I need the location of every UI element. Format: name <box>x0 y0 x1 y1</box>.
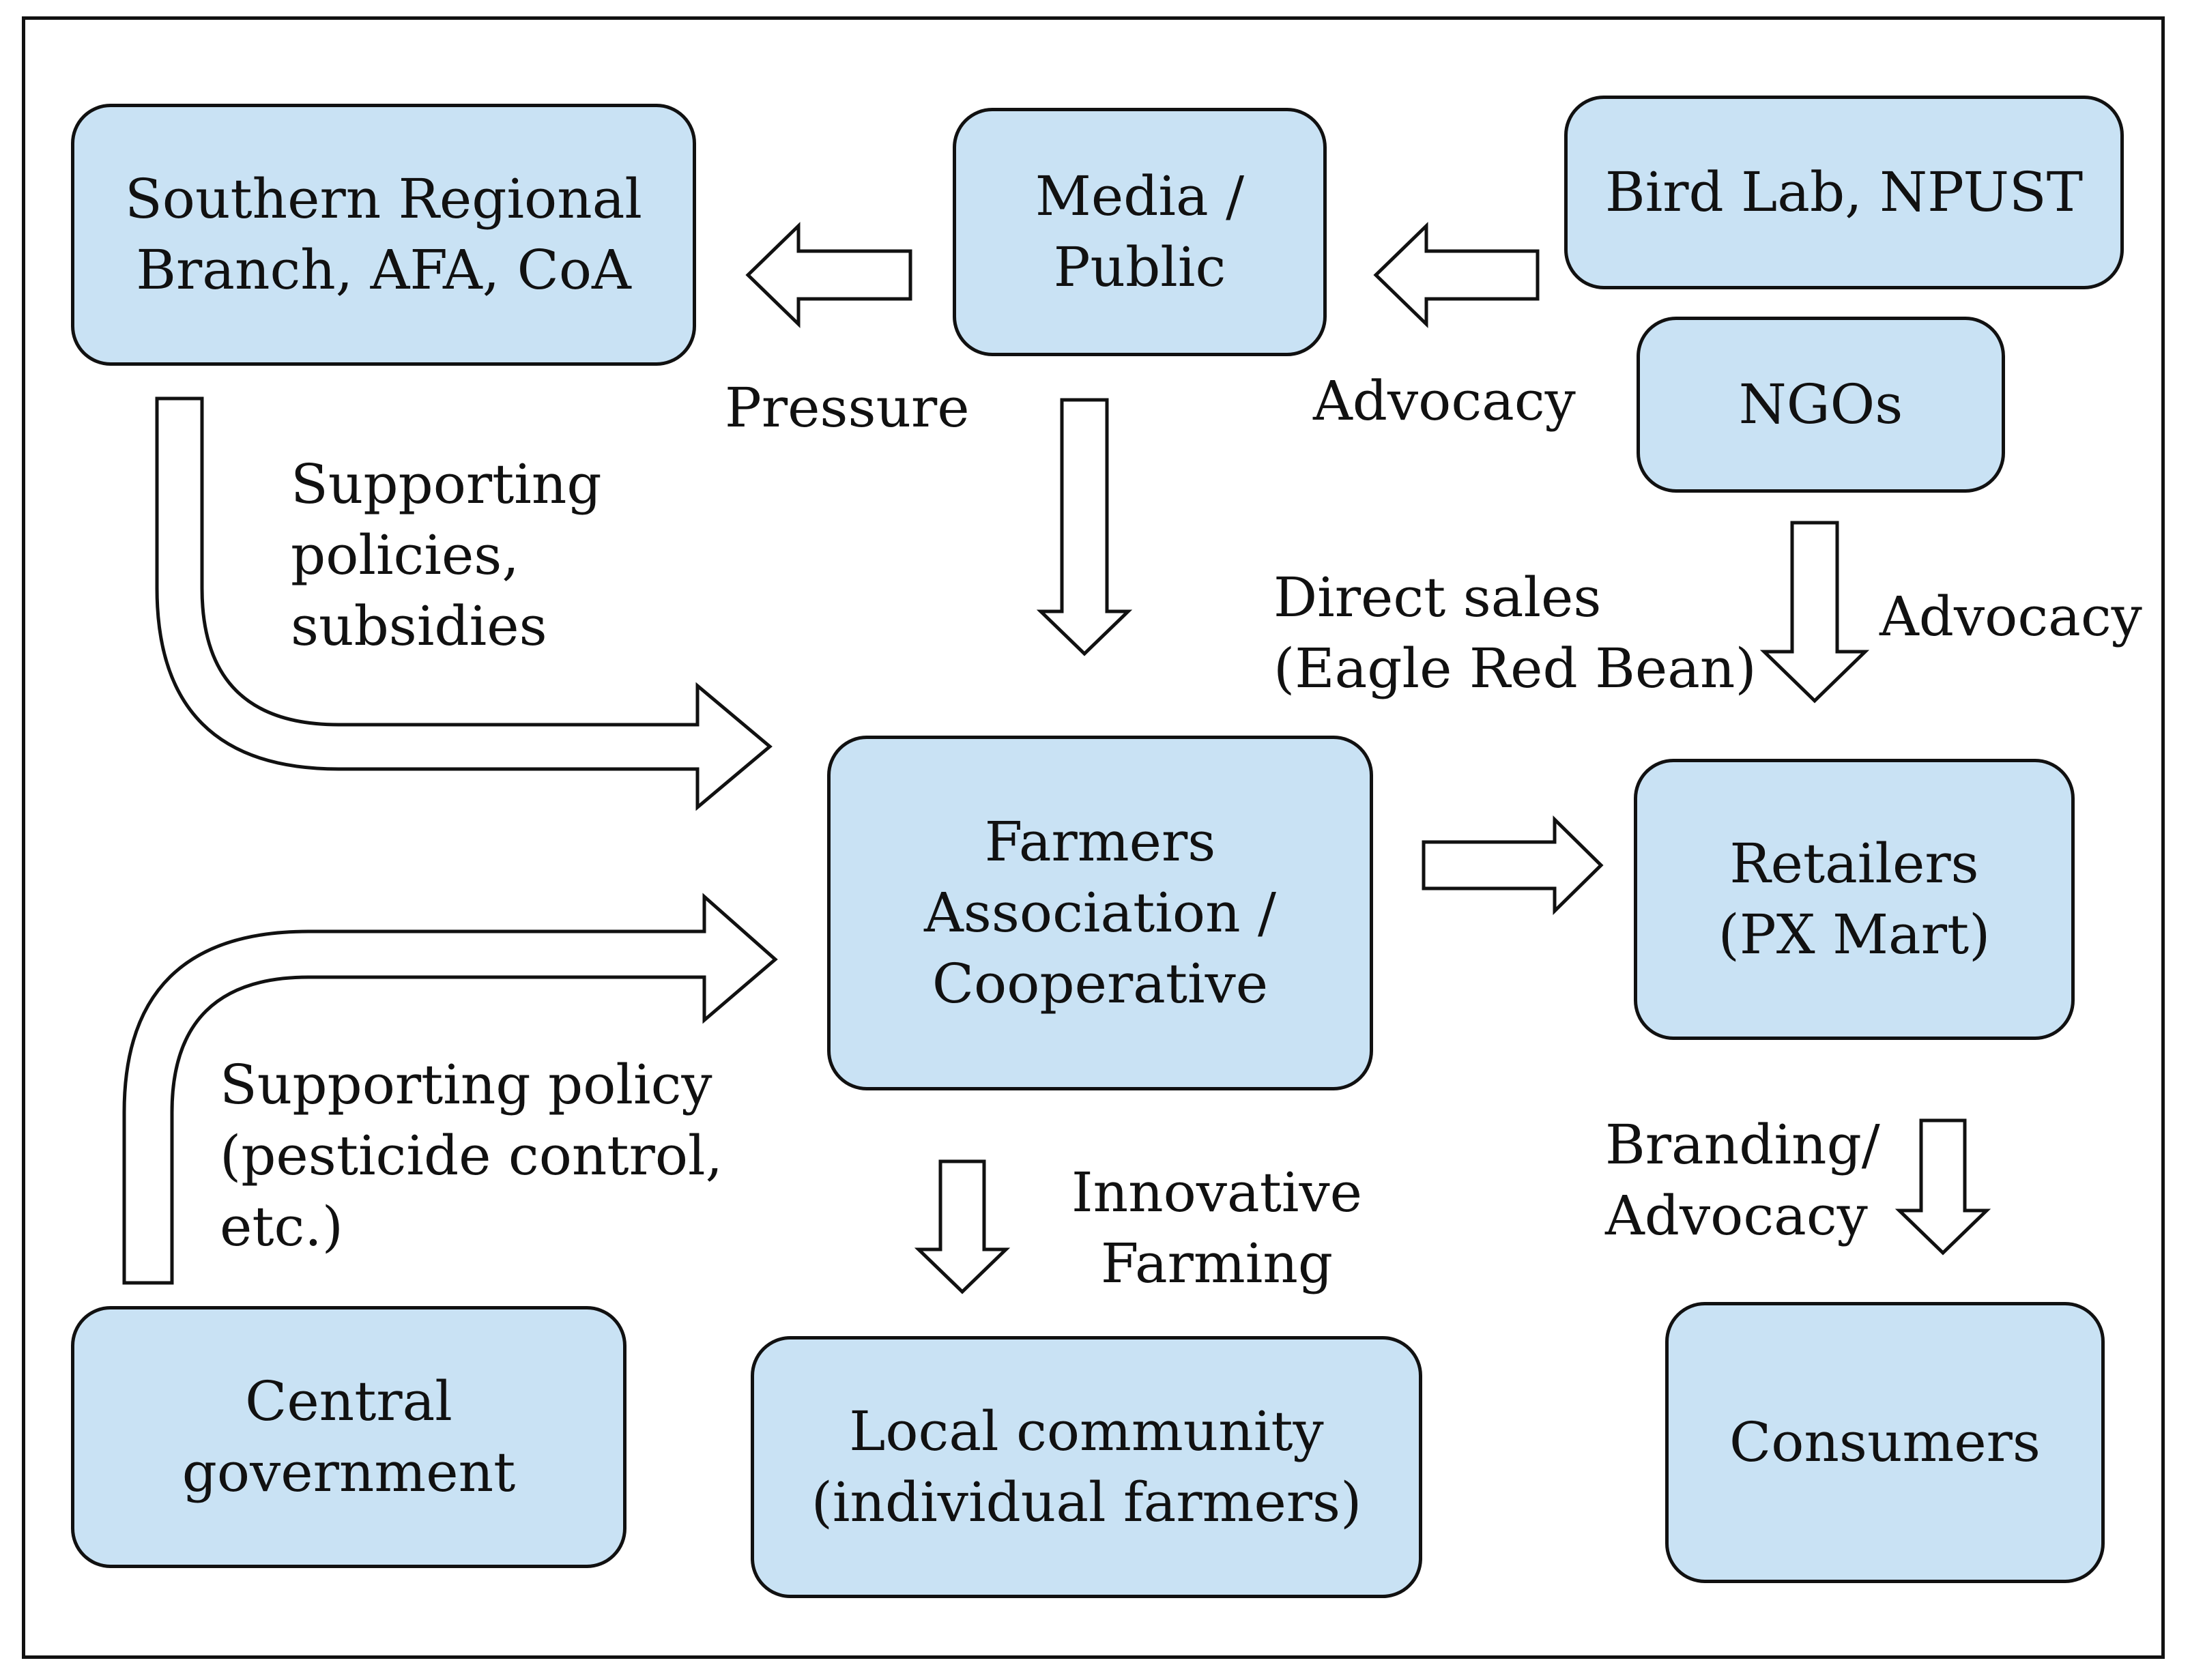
arrow-direct-sales <box>1422 815 1604 915</box>
label-branding-advocacy: Branding/ Advocacy <box>1605 1113 1880 1247</box>
label-pressure: Pressure <box>725 376 970 439</box>
arrow-branding-advocacy <box>1894 1118 1991 1256</box>
node-ngos: NGOs <box>1637 317 2005 493</box>
arrow-advocacy-retailers <box>1759 521 1870 704</box>
node-consumers: Consumers <box>1665 1302 2105 1583</box>
arrow-innovative-farming <box>914 1159 1011 1294</box>
label-supporting-policies: Supporting policies, subsidies <box>291 452 602 658</box>
label-advocacy-ngos: Advocacy <box>1879 585 2142 648</box>
arrow-advocacy-media <box>1373 222 1540 328</box>
node-local-community: Local community (individual farmers) <box>751 1336 1422 1598</box>
node-bird-lab: Bird Lab, NPUST <box>1564 96 2124 289</box>
label-direct-sales: Direct sales (Eagle Red Bean) <box>1273 566 1757 700</box>
label-advocacy-media: Advocacy <box>1313 369 1576 433</box>
diagram-frame <box>22 16 2165 1659</box>
node-central-government: Central government <box>71 1306 626 1568</box>
arrow-pressure <box>745 222 912 328</box>
node-farmers-association: Farmers Association / Cooperative <box>827 736 1373 1090</box>
node-media-public: Media / Public <box>953 108 1327 356</box>
node-southern-branch: Southern Regional Branch, AFA, CoA <box>71 104 696 366</box>
arrow-supporting-policy <box>122 893 778 1285</box>
node-retailers: Retailers (PX Mart) <box>1634 759 2075 1040</box>
label-innovative-farming: Innovative Farming <box>1071 1161 1362 1295</box>
arrow-media-to-association <box>1036 398 1133 656</box>
label-supporting-policy: Supporting policy (pesticide control, et… <box>220 1053 723 1258</box>
arrow-supporting-policies <box>155 396 773 811</box>
